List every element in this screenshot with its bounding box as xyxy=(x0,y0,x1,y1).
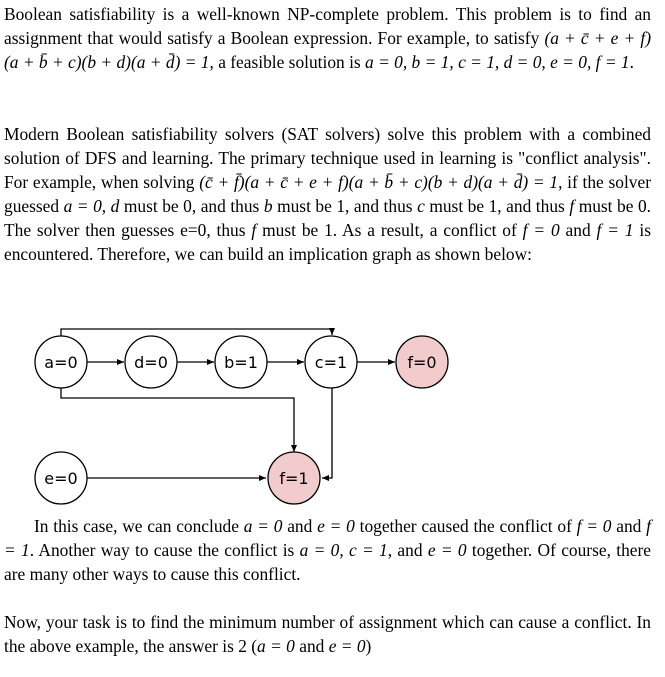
task-paragraph: Now, your task is to find the minimum nu… xyxy=(4,612,651,656)
node-d-label: d=0 xyxy=(134,353,168,372)
node-f1: f=1 xyxy=(267,451,321,505)
edge-a-f1 xyxy=(60,388,297,452)
example-solution: a = 0, b = 1, c = 1, d = 0, e = 0, f = 1 xyxy=(365,52,630,72)
node-a: a=0 xyxy=(34,335,88,389)
intro-paragraph: Boolean satisfiability is a well-known N… xyxy=(4,4,651,72)
solver-expression: (c̄ + f̄)(a + c̄ + e + f)(a + b̄ + c)(b … xyxy=(199,172,559,192)
conclusion-paragraph: In this case, we can conclude a = 0 and … xyxy=(4,516,651,584)
example-expression: (a + c̄ + e + f)(a + b̄ + c)(b + d)(a + … xyxy=(4,28,651,72)
node-d: d=0 xyxy=(124,335,178,389)
node-c-label: c=1 xyxy=(315,353,347,372)
node-f0-label: f=0 xyxy=(407,353,436,372)
edge-c-f1 xyxy=(322,388,333,481)
node-c: c=1 xyxy=(304,335,358,389)
implication-graph: a=0 d=0 b=1 c=1 f=0 e=0 f=1 xyxy=(34,328,449,505)
node-e-label: e=0 xyxy=(44,469,77,488)
node-e: e=0 xyxy=(34,451,88,505)
conflict-analysis-paragraph: Modern Boolean satisfiability solvers (S… xyxy=(4,124,652,264)
node-a-label: a=0 xyxy=(44,353,77,372)
node-b-label: b=1 xyxy=(224,353,258,372)
node-f0: f=0 xyxy=(395,335,449,389)
edge-a-c xyxy=(60,328,335,336)
node-f1-label: f=1 xyxy=(279,469,308,488)
node-b: b=1 xyxy=(214,335,268,389)
